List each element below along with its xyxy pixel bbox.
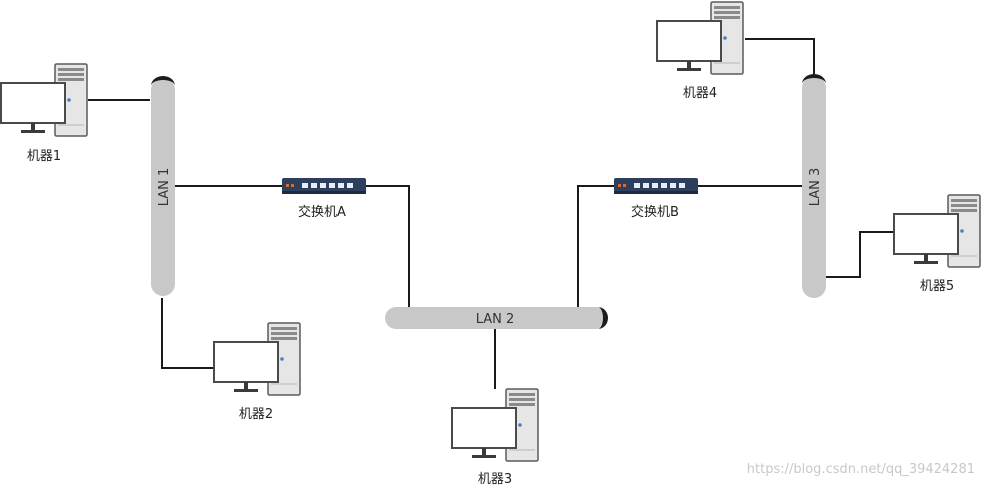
lan3-cap	[802, 74, 826, 84]
lan2-cap	[598, 307, 608, 329]
lan3-body	[802, 76, 826, 298]
lan1-label: LAN 1	[157, 168, 172, 207]
lan1-bus: LAN 1	[151, 76, 175, 296]
machine-4: 机器4	[656, 1, 744, 101]
computer-icon	[656, 1, 744, 75]
cable-lan3-m5	[826, 231, 896, 278]
lan1-cap	[151, 76, 175, 86]
lan1-body	[151, 78, 175, 296]
machine-5: 机器5	[893, 194, 981, 294]
computer-icon	[893, 194, 981, 268]
machine-1-label: 机器1	[27, 149, 61, 164]
machine-3-label: 机器3	[478, 472, 512, 487]
machine-4-label: 机器4	[683, 86, 717, 101]
watermark-text: https://blog.csdn.net/qq_39424281	[747, 462, 975, 477]
lan3-bus: LAN 3	[802, 74, 826, 298]
cable-m4-lan3	[745, 38, 815, 78]
lan2-body	[385, 307, 607, 329]
cable-switchA-lan2	[364, 185, 410, 307]
machine-1: 机器1	[0, 63, 88, 164]
computer-icon	[0, 63, 88, 137]
cable-lan1-m2	[161, 298, 216, 369]
switch-a-icon	[282, 178, 366, 194]
lan3-label: LAN 3	[808, 168, 823, 207]
switch-b-label: 交换机B	[631, 204, 679, 220]
lan2-label: LAN 2	[476, 312, 515, 327]
lan2-bus: LAN 2	[385, 307, 608, 329]
computer-icon	[451, 388, 539, 462]
machine-3: 机器3	[451, 388, 539, 487]
switch-b: 交换机B	[614, 178, 698, 220]
switch-a: 交换机A	[282, 178, 366, 220]
computer-icon	[213, 322, 301, 396]
switch-b-icon	[614, 178, 698, 194]
machine-2: 机器2	[213, 322, 301, 422]
switch-a-label: 交换机A	[298, 204, 346, 220]
cables	[88, 38, 896, 389]
machine-5-label: 机器5	[920, 279, 954, 294]
machine-2-label: 机器2	[239, 407, 273, 422]
cable-lan2-switchB	[577, 185, 614, 307]
